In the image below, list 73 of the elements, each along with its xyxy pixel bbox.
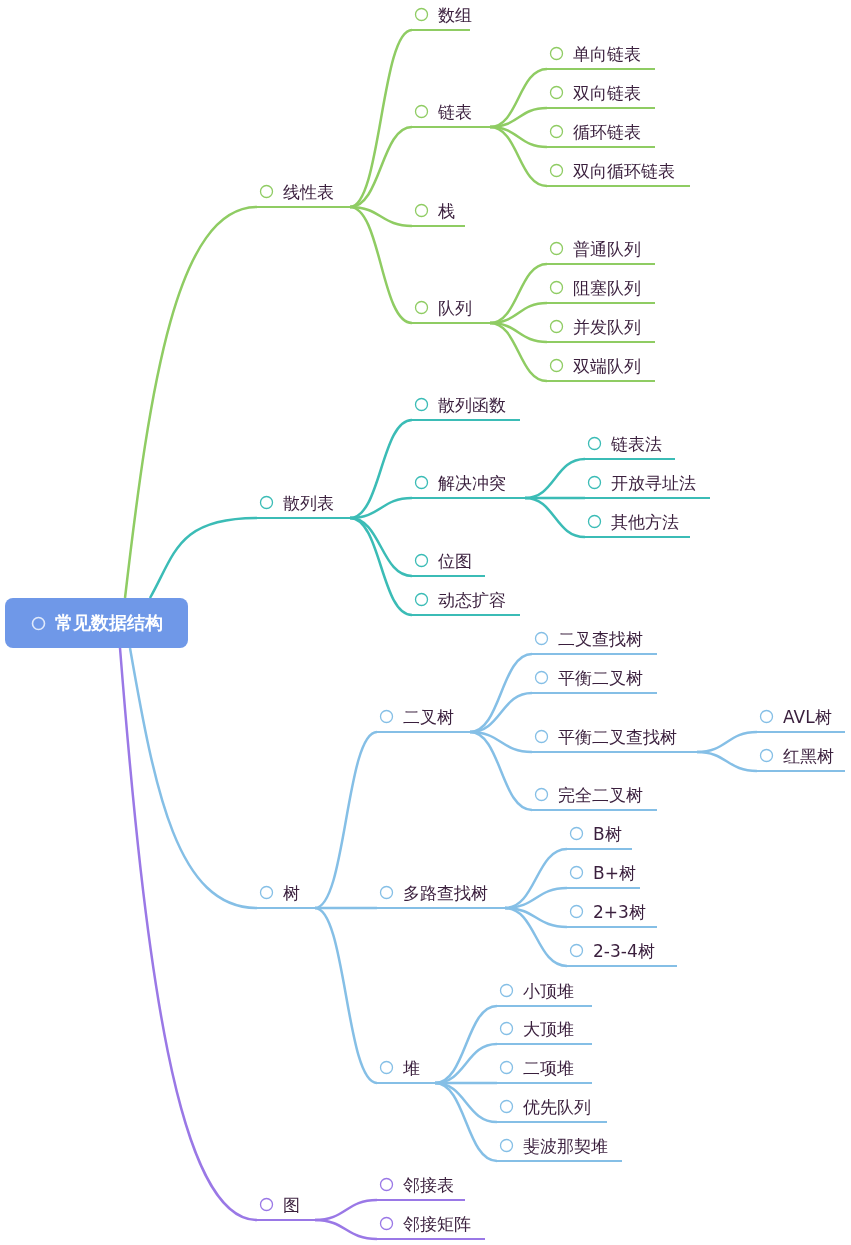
topic-text: B树 <box>593 823 622 844</box>
connector-line <box>118 647 258 1222</box>
connector-line <box>469 652 533 734</box>
topic-text: 树 <box>283 882 300 903</box>
topic-text: 位图 <box>438 550 472 571</box>
topic-text: 小顶堆 <box>523 980 574 1001</box>
topic-node <box>412 588 520 616</box>
topic-text: 链表 <box>438 101 472 122</box>
connector-line <box>349 125 413 209</box>
topic-text: 循环链表 <box>573 121 641 142</box>
topic-text: 斐波那契堆 <box>523 1135 608 1156</box>
topic-text: 多路查找树 <box>403 882 488 903</box>
connector-line <box>489 321 548 383</box>
topic-text: 解决冲突 <box>438 472 506 493</box>
topic-text: 大顶堆 <box>523 1018 574 1039</box>
topic-text: 完全二叉树 <box>558 784 643 805</box>
connector-line <box>489 67 548 129</box>
topic-node <box>547 276 655 304</box>
connector-line <box>314 730 378 910</box>
topic-text: 堆 <box>403 1057 420 1078</box>
connector-line <box>128 647 258 910</box>
connector-line <box>489 125 548 188</box>
topic-text: AVL树 <box>783 706 832 727</box>
connector-line <box>469 730 533 812</box>
connector-line <box>349 28 413 209</box>
topic-text: 普通队列 <box>573 238 641 259</box>
connector-line <box>434 1081 498 1163</box>
topic-text: 图 <box>283 1194 300 1215</box>
connector-line <box>349 418 413 520</box>
connector-line <box>349 516 413 617</box>
topic-text: 二叉查找树 <box>558 628 643 649</box>
topic-text: 链表法 <box>611 433 662 454</box>
connector-line <box>349 205 413 325</box>
topic-text: 二叉树 <box>403 706 454 727</box>
connector-line <box>314 1218 378 1241</box>
topic-text: 二项堆 <box>523 1057 574 1078</box>
connector-line <box>434 1004 498 1085</box>
topic-node <box>532 783 657 811</box>
topic-text: 邻接表 <box>403 1174 454 1195</box>
topic-text: 单向链表 <box>573 43 641 64</box>
topic-text: 栈 <box>438 200 455 221</box>
topic-text: 平衡二叉树 <box>558 667 643 688</box>
topic-node <box>547 237 655 265</box>
connector-line <box>696 750 758 773</box>
topic-text: 线性表 <box>283 181 334 202</box>
topic-text: 动态扩容 <box>438 589 506 610</box>
topic-text: 2+3树 <box>593 901 646 922</box>
topic-text: 散列函数 <box>438 394 506 415</box>
topic-text: 常见数据结构 <box>54 613 163 633</box>
topic-text: 优先队列 <box>523 1096 591 1117</box>
topic-text: 阻塞队列 <box>573 277 641 298</box>
connector-line <box>148 516 258 599</box>
topic-text: 2-3-4树 <box>593 940 655 961</box>
connector-line <box>315 906 377 910</box>
connector-line <box>504 906 568 968</box>
topic-text: 平衡二叉查找树 <box>558 726 677 747</box>
topic-text: 开放寻址法 <box>611 472 696 493</box>
connector-line <box>123 205 258 599</box>
topic-text: 双向链表 <box>573 82 641 103</box>
topic-text: 双向循环链表 <box>573 160 675 181</box>
topic-text: B+树 <box>593 862 636 883</box>
root-topic-box <box>5 598 188 648</box>
connector-line <box>489 262 548 325</box>
topic-text: 数组 <box>438 4 472 25</box>
topic-text: 其他方法 <box>611 511 679 532</box>
topic-text: 邻接矩阵 <box>403 1213 471 1234</box>
topic-text: 队列 <box>438 297 472 318</box>
connector-line <box>524 496 586 539</box>
topic-text: 红黑树 <box>783 745 834 766</box>
topic-text: 双端队列 <box>573 355 641 376</box>
topic-text: 并发队列 <box>573 316 641 337</box>
connector-line <box>314 906 378 1085</box>
topic-text: 散列表 <box>283 492 334 513</box>
